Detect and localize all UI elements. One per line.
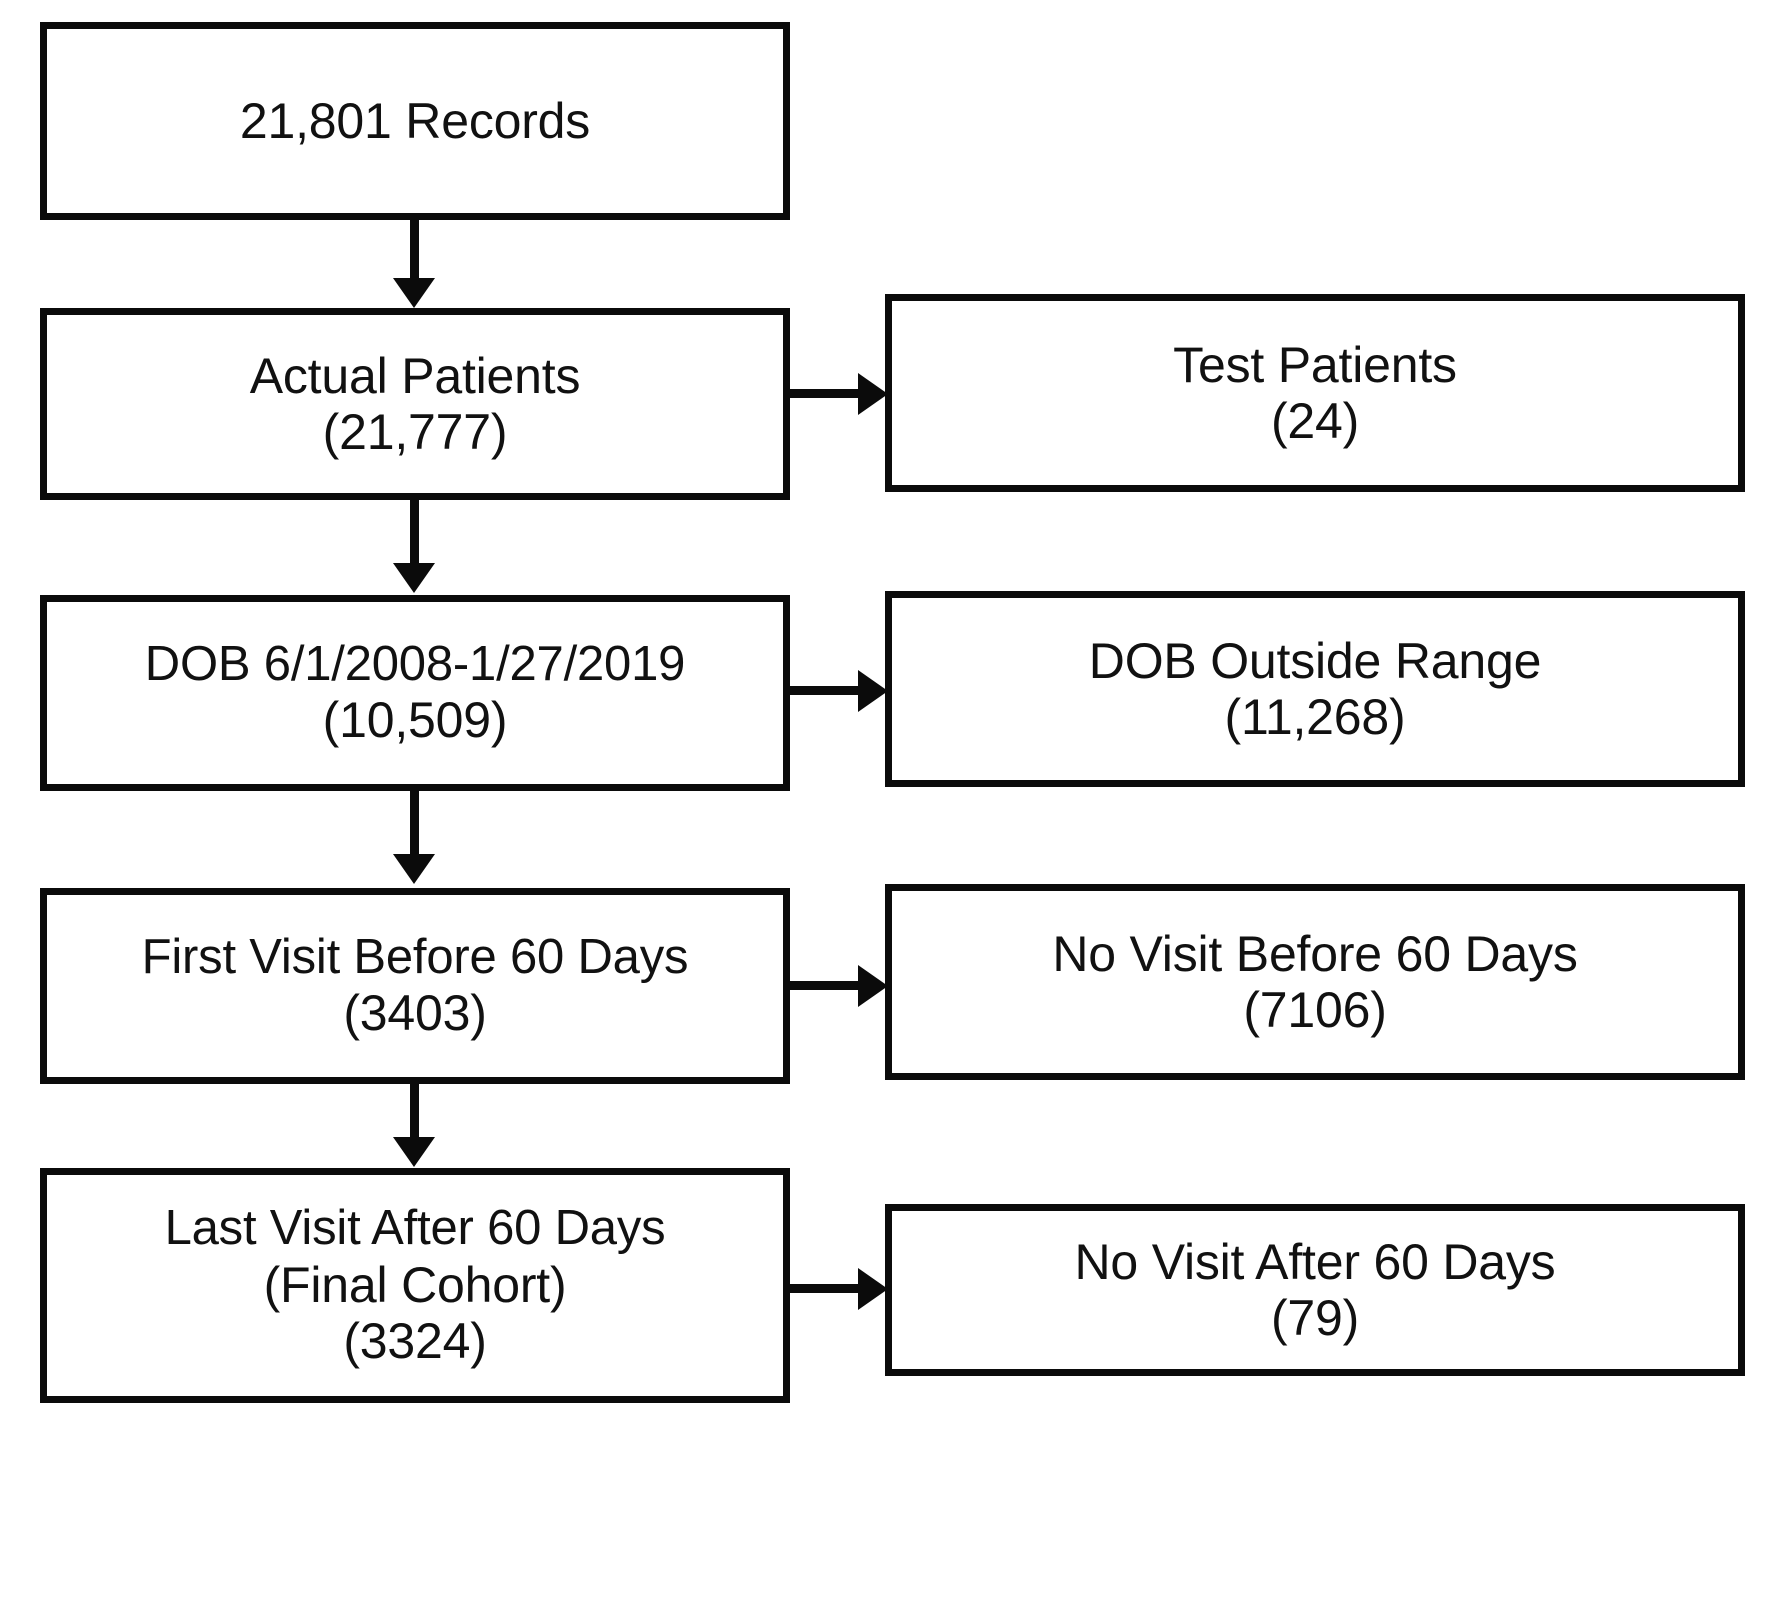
node-no-visit-after-60-days: No Visit After 60 Days (79) <box>885 1204 1745 1376</box>
node-first-visit-before-60-days-line2: (3403) <box>343 985 487 1042</box>
node-actual-patients-line2: (21,777) <box>322 404 508 460</box>
node-dob-in-range: DOB 6/1/2008-1/27/2019 (10,509) <box>40 595 790 791</box>
node-last-visit-after-60-days-line2: (Final Cohort) <box>263 1256 567 1313</box>
node-test-patients-line2: (24) <box>1270 393 1360 449</box>
arrowhead-actual-to-test <box>858 373 888 415</box>
node-last-visit-after-60-days-line3: (3324) <box>343 1313 487 1370</box>
arrowhead-last-visit-to-no-visit-after <box>858 1268 888 1310</box>
node-first-visit-before-60-days-line1: First Visit Before 60 Days <box>141 930 689 985</box>
node-test-patients: Test Patients (24) <box>885 294 1745 492</box>
connector-last-visit-to-no-visit-after <box>790 1284 862 1293</box>
connector-actual-to-test <box>790 389 862 398</box>
node-last-visit-after-60-days-line1: Last Visit After 60 Days <box>164 1201 666 1256</box>
node-no-visit-after-60-days-line2: (79) <box>1270 1290 1360 1346</box>
connector-first-visit-to-last-visit <box>410 1084 419 1138</box>
arrowhead-dob-to-dob-outside <box>858 670 888 712</box>
connector-dob-to-first-visit <box>410 791 419 855</box>
node-dob-in-range-line2: (10,509) <box>322 692 508 749</box>
node-no-visit-before-60-days: No Visit Before 60 Days (7106) <box>885 884 1745 1080</box>
node-total-records: 21,801 Records <box>40 22 790 220</box>
node-test-patients-line1: Test Patients <box>1173 336 1457 393</box>
arrowhead-dob-to-first-visit <box>393 854 435 884</box>
node-dob-outside-range-line1: DOB Outside Range <box>1088 632 1542 689</box>
connector-records-to-actual <box>410 220 419 280</box>
node-dob-outside-range-line2: (11,268) <box>1224 689 1406 745</box>
arrowhead-first-visit-to-last-visit <box>393 1137 435 1167</box>
arrowhead-first-visit-to-no-visit-before <box>858 965 888 1007</box>
node-no-visit-before-60-days-line1: No Visit Before 60 Days <box>1052 925 1578 982</box>
connector-actual-to-dob <box>410 500 419 564</box>
arrowhead-actual-to-dob <box>393 563 435 593</box>
node-last-visit-after-60-days: Last Visit After 60 Days (Final Cohort) … <box>40 1168 790 1403</box>
arrowhead-records-to-actual <box>393 278 435 308</box>
node-actual-patients-line1: Actual Patients <box>249 347 581 404</box>
node-dob-in-range-line1: DOB 6/1/2008-1/27/2019 <box>144 637 686 692</box>
node-dob-outside-range: DOB Outside Range (11,268) <box>885 591 1745 787</box>
connector-dob-to-dob-outside <box>790 686 862 695</box>
node-no-visit-before-60-days-line2: (7106) <box>1243 982 1387 1038</box>
node-first-visit-before-60-days: First Visit Before 60 Days (3403) <box>40 888 790 1084</box>
node-total-records-line1: 21,801 Records <box>239 92 591 149</box>
connector-first-visit-to-no-visit-before <box>790 981 862 990</box>
node-actual-patients: Actual Patients (21,777) <box>40 308 790 500</box>
node-no-visit-after-60-days-line1: No Visit After 60 Days <box>1074 1233 1556 1290</box>
